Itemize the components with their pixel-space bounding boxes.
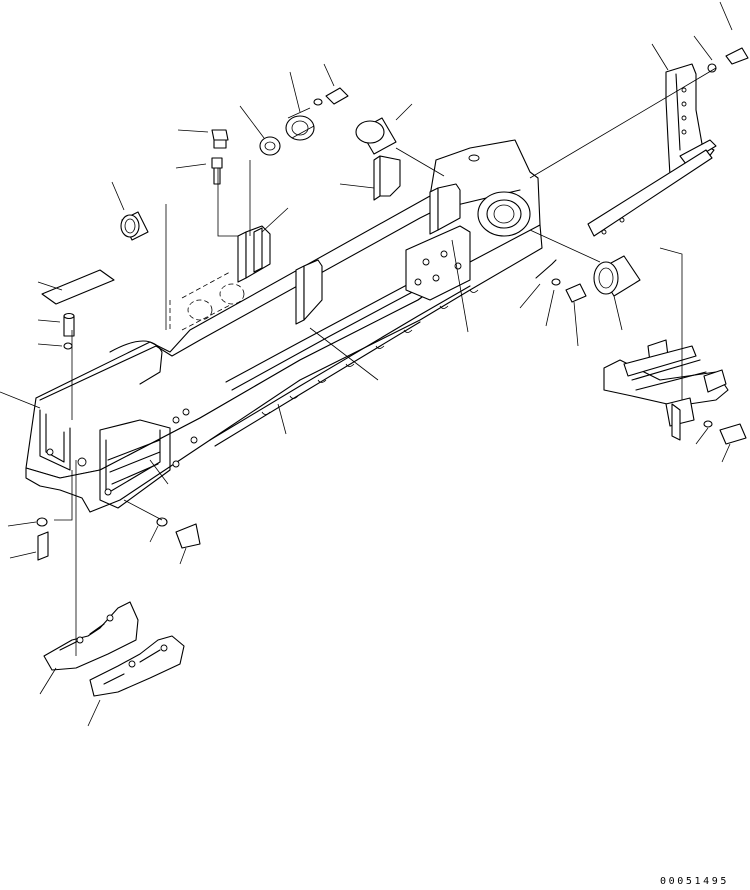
pin	[63, 312, 75, 337]
plate	[41, 269, 115, 305]
front-idler-guard	[43, 601, 139, 671]
sprocket-guard-upright	[665, 63, 717, 177]
grease-fitting-upper	[211, 129, 229, 149]
grease-fitting-lower	[211, 157, 223, 185]
guard-bracket-rear	[373, 155, 461, 235]
pivot-bushing-small	[120, 211, 149, 241]
sprocket-guard-brace	[587, 149, 713, 237]
washer	[36, 63, 717, 527]
track-frame	[25, 139, 543, 513]
shoe-guard-lower	[89, 635, 185, 697]
leader-lines	[0, 1, 733, 727]
guard-bracket-center	[295, 259, 323, 325]
drawing-number: 00051495	[660, 876, 729, 887]
guard-bracket-front	[237, 225, 271, 283]
seal-ring	[259, 136, 281, 156]
spring-clip	[535, 259, 557, 279]
seal-retainer	[285, 107, 315, 141]
bolt	[37, 47, 749, 561]
pivot-bushing-large	[355, 117, 641, 297]
roller-guard-assembly	[603, 339, 729, 441]
assembly-lines	[54, 67, 717, 656]
